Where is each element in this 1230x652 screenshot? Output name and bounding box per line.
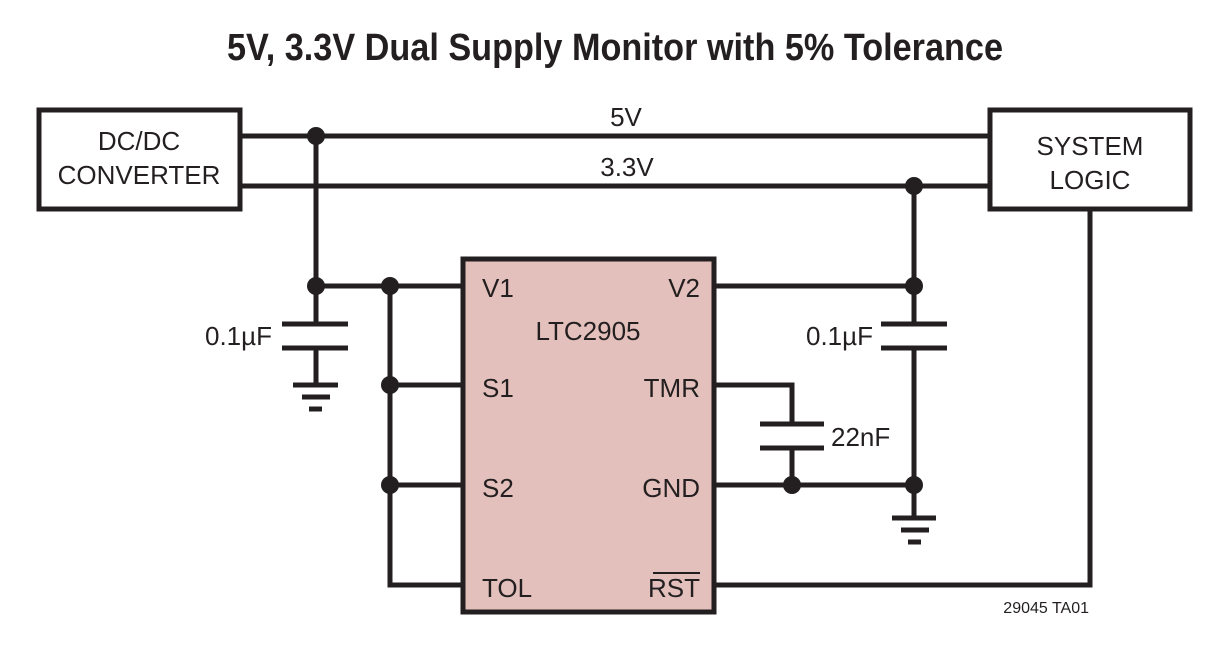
ltc2905-ic: LTC2905 V1 S1 S2 TOL V2 TMR GND RST bbox=[460, 256, 717, 615]
dcdc-label-line1: DC/DC bbox=[98, 126, 180, 156]
c-tmr-value-label: 22nF bbox=[831, 422, 890, 452]
ground-symbol-right bbox=[892, 515, 936, 545]
junction-dot bbox=[381, 376, 399, 394]
ground-symbol-left bbox=[293, 382, 338, 412]
pin-tol-label: TOL bbox=[482, 573, 532, 603]
capacitor-c-tmr bbox=[760, 382, 824, 488]
junction-dot bbox=[307, 277, 325, 295]
junction-dot bbox=[905, 277, 923, 295]
dcdc-converter-block: DC/DC CONVERTER bbox=[36, 107, 243, 212]
system-label-line1: SYSTEM bbox=[1037, 131, 1144, 161]
figure-id: 29045 TA01 bbox=[1003, 600, 1089, 617]
pin-v1-label: V1 bbox=[482, 273, 514, 303]
pin-rst-label: RST bbox=[648, 573, 700, 603]
system-label-line2: LOGIC bbox=[1050, 165, 1131, 195]
pin-tmr-label: TMR bbox=[644, 373, 700, 403]
pin-s2-label: S2 bbox=[482, 473, 514, 503]
junction-dot bbox=[783, 476, 801, 494]
ic-part-label: LTC2905 bbox=[535, 316, 640, 346]
junction-dot bbox=[307, 127, 325, 145]
diagram-title: 5V, 3.3V Dual Supply Monitor with 5% Tol… bbox=[227, 27, 1003, 69]
c2-value-label: 0.1µF bbox=[806, 321, 873, 351]
c1-value-label: 0.1µF bbox=[205, 321, 272, 351]
pin-gnd-label: GND bbox=[642, 473, 700, 503]
system-logic-block: SYSTEM LOGIC bbox=[987, 107, 1193, 212]
junction-dot bbox=[381, 476, 399, 494]
pin-s1-label: S1 bbox=[482, 373, 514, 403]
rail-3v3-label: 3.3V bbox=[600, 152, 654, 182]
junction-dot bbox=[905, 476, 923, 494]
junction-dot bbox=[381, 277, 399, 295]
dcdc-label-line2: CONVERTER bbox=[58, 160, 221, 190]
rail-5v-label: 5V bbox=[610, 102, 642, 132]
pin-v2-label: V2 bbox=[668, 273, 700, 303]
capacitor-c1 bbox=[282, 321, 348, 388]
junction-dot bbox=[905, 177, 923, 195]
